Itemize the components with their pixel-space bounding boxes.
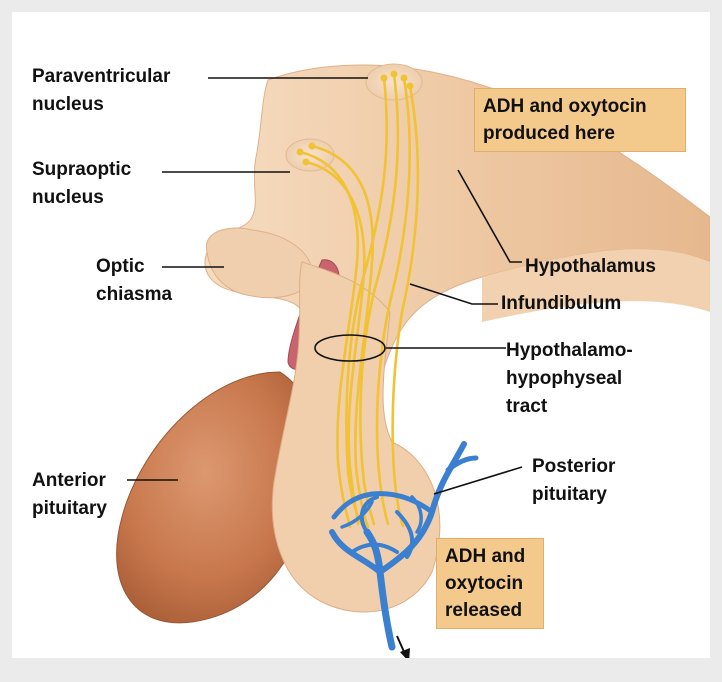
label-paraventricular-nucleus: Paraventricular nucleus [32, 63, 170, 119]
label-supraoptic-line1: Supraoptic [32, 159, 132, 180]
label-tract-line2: hypophyseal [506, 368, 623, 389]
tract-marker [314, 334, 386, 362]
label-anterior-line2: pituitary [32, 498, 107, 519]
hypothalamus-band [482, 249, 710, 322]
label-paraventricular-line2: nucleus [32, 94, 104, 115]
label-tract-line1: Hypothalamo- [506, 340, 633, 361]
label-anterior-line1: Anterior [32, 470, 106, 491]
label-supraoptic-line2: nucleus [32, 187, 104, 208]
diagram-frame: Paraventricular nucleus Supraoptic nucle… [12, 12, 710, 658]
release-arrow [396, 635, 410, 658]
label-hypothalamus-text: Hypothalamus [525, 256, 656, 277]
label-optic-line1: Optic [96, 256, 145, 277]
label-posterior-line1: Posterior [532, 456, 616, 477]
label-infundibulum-text: Infundibulum [501, 293, 622, 314]
box-produced-here: ADH and oxytocin produced here [474, 88, 686, 152]
box-produced-line1: ADH and oxytocin [483, 96, 647, 117]
box-released-line1: ADH and [445, 546, 526, 567]
blood-vessels [329, 441, 479, 651]
label-optic-line2: chiasma [96, 284, 173, 305]
label-tract-line3: tract [506, 396, 548, 417]
box-released: ADH and oxytocin released [436, 538, 544, 629]
box-released-line3: released [445, 600, 523, 621]
label-hypothalamus: Hypothalamus [525, 253, 656, 281]
leader-lines [127, 77, 523, 495]
label-hypothalamo-hypophyseal-tract: Hypothalamo- hypophyseal tract [506, 337, 633, 421]
label-posterior-pituitary: Posterior pituitary [532, 453, 615, 509]
label-optic-chiasma: Optic chiasma [96, 253, 172, 309]
pituitary-illustration [116, 63, 710, 658]
label-infundibulum: Infundibulum [501, 290, 621, 318]
box-produced-line2: produced here [483, 123, 615, 144]
label-anterior-pituitary: Anterior pituitary [32, 467, 107, 523]
label-posterior-line2: pituitary [532, 484, 607, 505]
nerve-cell-bodies [296, 70, 414, 166]
label-supraoptic-nucleus: Supraoptic nucleus [32, 156, 131, 212]
label-paraventricular-line1: Paraventricular [32, 66, 171, 87]
box-released-line2: oxytocin [445, 573, 524, 594]
